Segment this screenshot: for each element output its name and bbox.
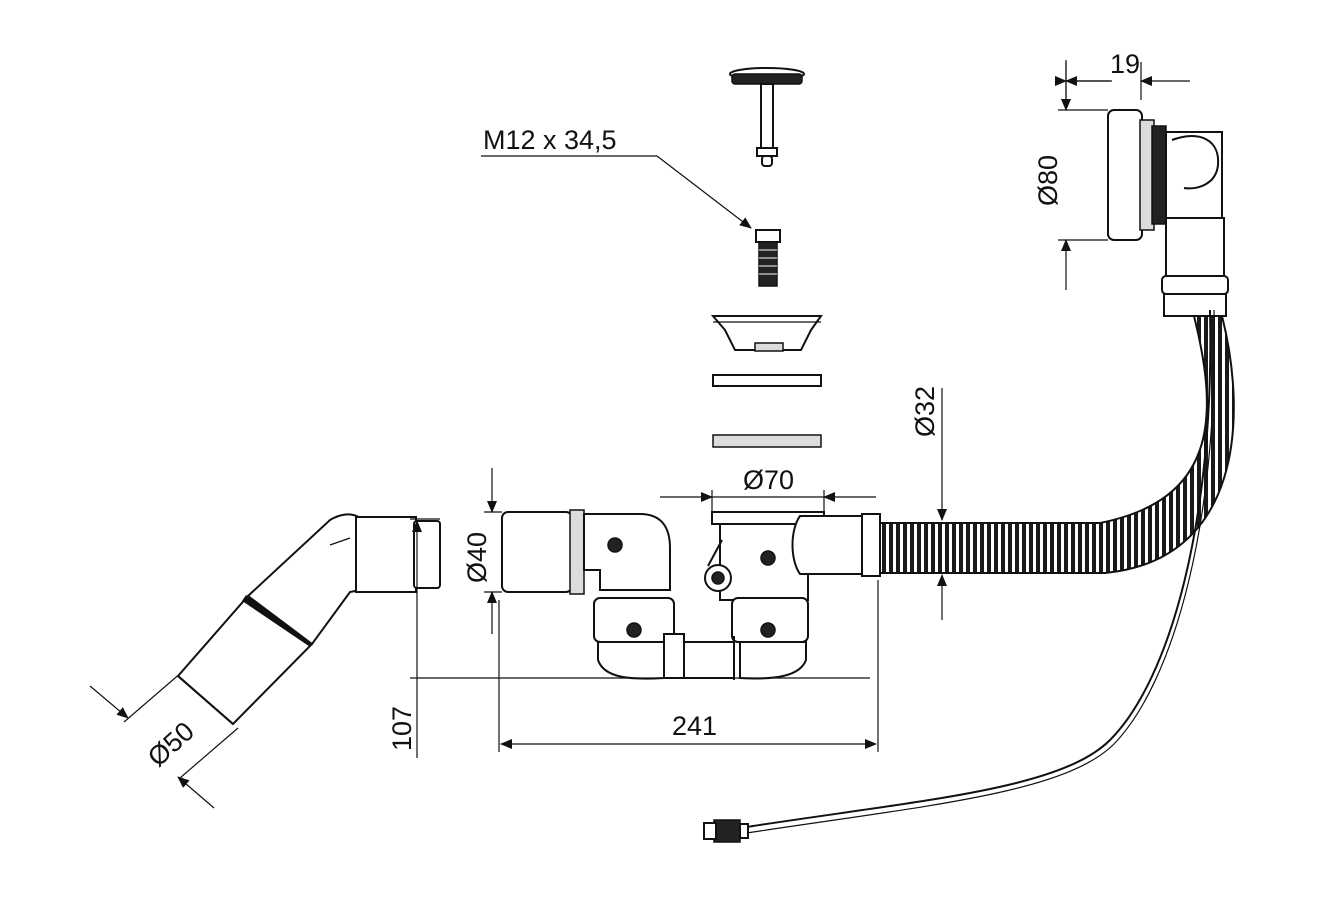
dim-drain-diameter [660,490,876,512]
length-label: 241 [672,711,717,741]
inlet-diameter-label: Ø40 [462,532,492,583]
overflow-depth-label: 19 [1110,49,1140,79]
washer-lower [712,434,822,448]
thread-label: M12 x 34,5 [483,125,617,155]
outlet-diameter-label: Ø50 [142,716,200,772]
dim-height [410,518,870,758]
plug-cap [729,67,805,167]
outlet-pipe [176,513,441,726]
drain-flange [710,315,823,352]
dim-overflow-diameter [1058,60,1108,290]
trap-body [501,509,881,680]
threaded-stud [755,229,781,287]
bowden-cable [703,309,1215,843]
dim-inlet-diameter [484,468,502,634]
overflow-corrugated-hose [879,315,1235,574]
dim-outlet-diameter [89,671,239,809]
dim-length [498,580,879,752]
drain-diameter-label: Ø70 [743,465,794,495]
thread-leader [481,155,752,229]
washer-upper [712,374,822,387]
height-label: 107 [387,706,417,751]
overflow-diameter-label: Ø80 [1033,155,1063,206]
hose-diameter-label: Ø32 [910,386,940,437]
overflow-head [1107,109,1229,317]
